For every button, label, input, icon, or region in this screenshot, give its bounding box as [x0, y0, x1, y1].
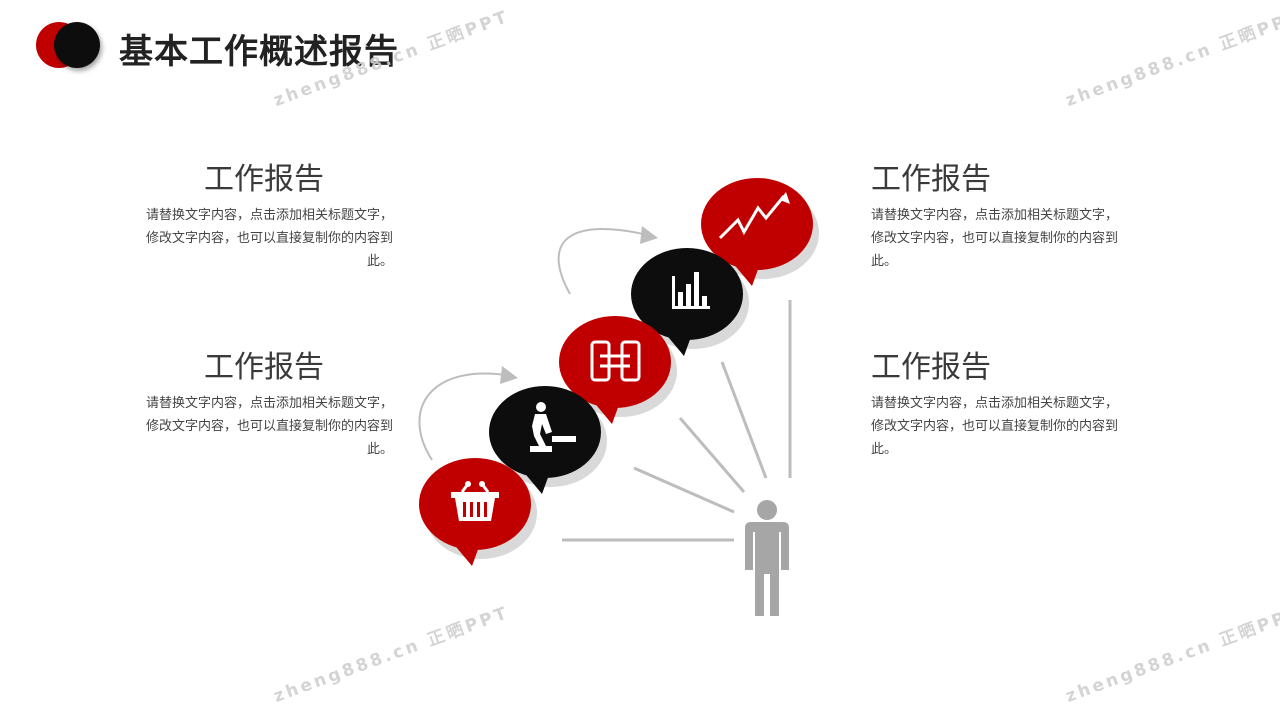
curved-arrow-lower	[418, 372, 513, 461]
text-block-bottom-left: 工作报告 请替换文字内容，点击添加相关标题文字，修改文字内容，也可以直接复制你的…	[135, 348, 393, 461]
connector-lines	[562, 300, 792, 542]
person-icon	[745, 500, 789, 616]
curved-arrow-upper	[557, 228, 653, 295]
block-heading: 工作报告	[204, 162, 324, 197]
step-bubble-1	[419, 458, 537, 566]
logo-dots	[36, 22, 106, 72]
curved-arrow-lower-head	[500, 366, 518, 384]
block-heading: 工作报告	[871, 162, 991, 197]
phone-transfer-icon	[590, 340, 641, 382]
step-bubble-3	[559, 316, 677, 424]
step-bubble-4	[631, 248, 749, 356]
bar-chart-icon	[672, 272, 710, 309]
page-title: 基本工作概述报告	[119, 32, 399, 72]
trend-line-icon	[718, 192, 790, 240]
block-body: 请替换文字内容，点击添加相关标题文字，修改文字内容，也可以直接复制你的内容到此。	[871, 208, 1119, 269]
block-heading: 工作报告	[871, 350, 991, 385]
block-body: 请替换文字内容，点击添加相关标题文字，修改文字内容，也可以直接复制你的内容到此。	[145, 396, 393, 457]
step-bubble-2	[489, 386, 607, 494]
logo-black-dot	[54, 22, 100, 68]
step-bubble-5	[701, 178, 819, 286]
person-climbing-stairs-icon	[530, 402, 576, 452]
block-body: 请替换文字内容，点击添加相关标题文字，修改文字内容，也可以直接复制你的内容到此。	[871, 396, 1119, 457]
shopping-basket-icon	[451, 481, 499, 521]
block-body: 请替换文字内容，点击添加相关标题文字，修改文字内容，也可以直接复制你的内容到此。	[145, 208, 393, 269]
text-block-top-right: 工作报告 请替换文字内容，点击添加相关标题文字，修改文字内容，也可以直接复制你的…	[871, 160, 1129, 273]
block-heading: 工作报告	[204, 350, 324, 385]
curved-arrow-upper-head	[640, 226, 658, 244]
text-block-bottom-right: 工作报告 请替换文字内容，点击添加相关标题文字，修改文字内容，也可以直接复制你的…	[871, 348, 1129, 461]
text-block-top-left: 工作报告 请替换文字内容，点击添加相关标题文字，修改文字内容，也可以直接复制你的…	[135, 160, 393, 273]
